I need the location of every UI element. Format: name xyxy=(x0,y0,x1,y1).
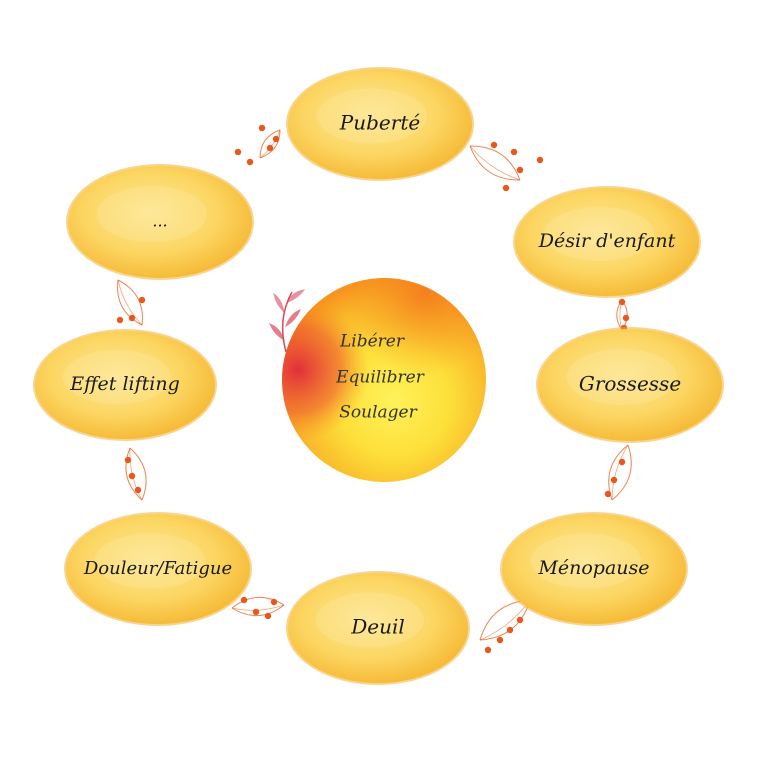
connector-dot xyxy=(128,314,136,322)
node-label-douleur-fatigue: Douleur/Fatigue xyxy=(83,558,232,579)
connector-dot xyxy=(264,612,272,620)
connector-1 xyxy=(234,124,281,166)
center-circle: Libérer Equilibrer Soulager xyxy=(269,278,486,482)
node-label-grossesse: Grossesse xyxy=(579,372,681,396)
connector-dot xyxy=(516,616,524,624)
node-label-desir-enfant: Désir d'enfant xyxy=(538,230,676,252)
connector-dot xyxy=(496,636,504,644)
connector-dot xyxy=(134,486,142,494)
node-label-puberte: Puberté xyxy=(339,111,421,135)
center-line-2: Equilibrer xyxy=(335,368,425,388)
sprig-icon xyxy=(269,289,306,353)
connector-dot xyxy=(502,184,510,192)
connector-dot xyxy=(506,626,514,634)
connector-dot xyxy=(536,156,544,164)
connector-dot xyxy=(246,158,254,166)
connector-dot xyxy=(610,476,618,484)
connector-dot xyxy=(124,456,132,464)
connector-8 xyxy=(116,279,146,326)
connector-5 xyxy=(479,599,531,654)
connector-dot xyxy=(252,608,260,616)
node-label-ellipsis: ... xyxy=(152,212,167,231)
node-label-effet-lifting: Effet lifting xyxy=(69,373,180,395)
node-label-menopause: Ménopause xyxy=(537,557,649,579)
connector-dot xyxy=(116,316,124,324)
connectors xyxy=(116,124,632,654)
connector-3 xyxy=(616,298,630,332)
connector-dot xyxy=(128,472,136,480)
node-grossesse: Grossesse xyxy=(536,327,724,443)
connector-dot xyxy=(618,298,626,306)
node-puberte: Puberté xyxy=(286,67,474,181)
node-menopause: Ménopause xyxy=(500,512,688,626)
connector-7 xyxy=(124,447,147,501)
node-label-deuil: Deuil xyxy=(350,615,405,639)
connector-6 xyxy=(231,596,285,620)
connector-dot xyxy=(516,166,524,174)
connector-dot xyxy=(490,141,498,149)
connector-4 xyxy=(604,444,632,501)
node-ellipsis: ... xyxy=(66,164,254,280)
connector-dot xyxy=(240,596,248,604)
connector-dot xyxy=(622,314,630,322)
connector-dot xyxy=(258,124,266,132)
node-deuil: Deuil xyxy=(286,571,470,685)
node-effet-lifting: Effet lifting xyxy=(33,329,217,441)
connector-dot xyxy=(272,135,280,143)
connector-2 xyxy=(469,141,544,192)
connector-dot xyxy=(138,296,146,304)
connector-dot xyxy=(270,598,278,606)
center-line-3: Soulager xyxy=(339,403,417,423)
connector-dot xyxy=(266,144,274,152)
connector-dot xyxy=(234,148,242,156)
connector-dot xyxy=(618,458,626,466)
connector-dot xyxy=(510,148,518,156)
center-line-1: Libérer xyxy=(339,332,405,352)
connector-dot xyxy=(604,490,612,498)
node-douleur-fatigue: Douleur/Fatigue xyxy=(64,512,252,626)
node-desir-enfant: Désir d'enfant xyxy=(513,186,701,298)
connector-dot xyxy=(484,646,492,654)
